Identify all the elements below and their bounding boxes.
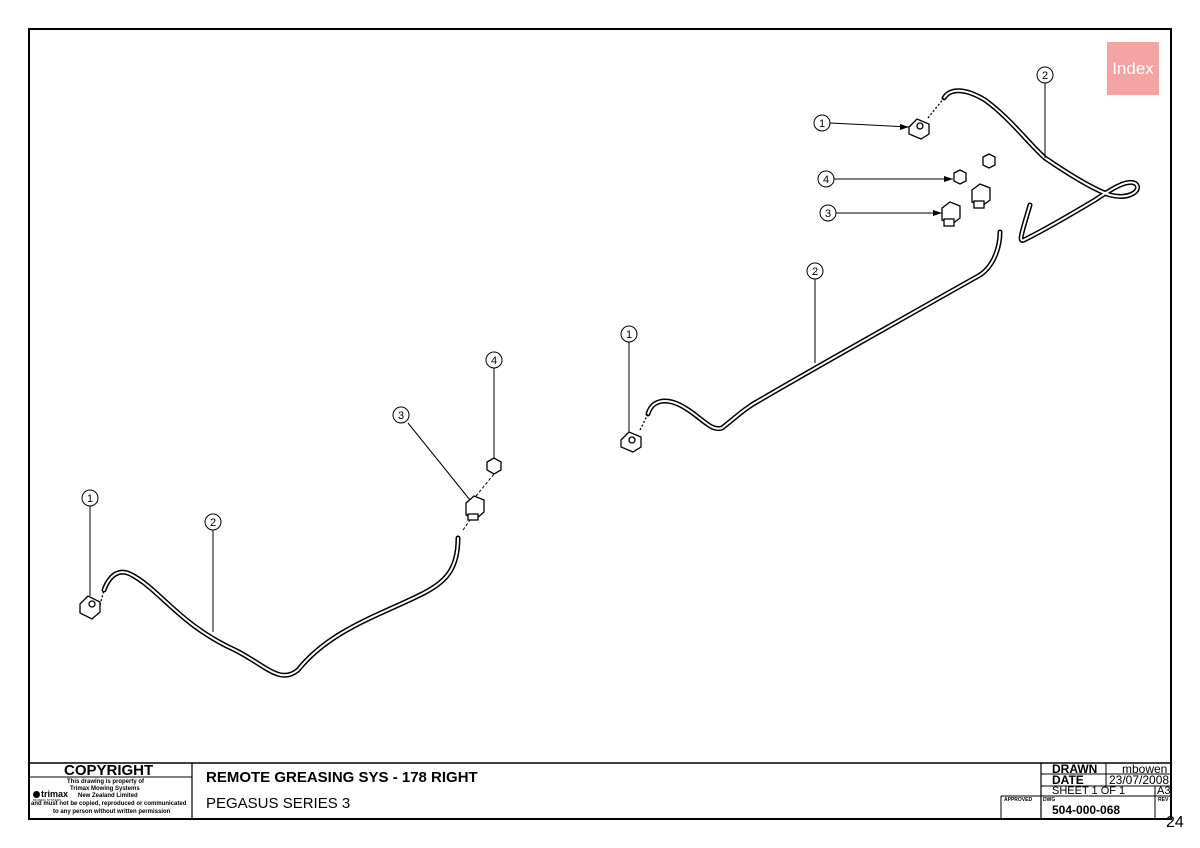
copyright-heading: COPYRIGHT <box>64 762 154 779</box>
rev-label: REV <box>1158 797 1169 803</box>
logo-mark-icon <box>33 791 40 799</box>
left-adaptor <box>465 495 485 521</box>
middle-grease-nipple <box>620 413 649 453</box>
drawing-subtitle: PEGASUS SERIES 3 <box>206 795 351 812</box>
balloon-label-1: 1 <box>819 118 825 130</box>
right-balloons: 1 2 4 3 <box>813 66 1054 222</box>
left-grease-nipple <box>79 589 105 620</box>
copyright-line: and must not be copied, reproduced or co… <box>31 801 187 807</box>
logo-subtext: MOWING SYSTEMS <box>33 798 62 802</box>
copyright-line: to any person without written permission <box>53 809 171 815</box>
middle-balloons: 1 2 <box>620 262 824 343</box>
trimax-logo: trimax <box>33 789 68 799</box>
left-cap <box>486 457 502 475</box>
drawing-title: REMOTE GREASING SYS - 178 RIGHT <box>206 769 478 786</box>
date-value: 23/07/2008 <box>1109 773 1170 787</box>
copyright-line: New Zealand Limited <box>78 793 138 799</box>
balloon-label-4: 4 <box>491 355 497 367</box>
drawn-value: mbowen <box>1122 762 1168 776</box>
sheet-number: SHEET 1 OF 1 <box>1052 785 1126 797</box>
balloon-label-2: 2 <box>1042 70 1048 82</box>
copyright-line: Trimax Mowing Systems <box>70 786 140 792</box>
middle-assembly <box>620 229 1003 453</box>
title-block-frame <box>29 762 1171 819</box>
date-label: DATE <box>1052 773 1084 787</box>
approved-label: APPROVED <box>1004 797 1033 803</box>
right-arrowheads <box>900 124 953 216</box>
right-adaptors <box>941 183 991 227</box>
copyright-line: This drawing is property of <box>67 779 145 785</box>
left-balloons: 1 2 3 4 <box>81 351 503 531</box>
balloon-label-1: 1 <box>87 493 93 505</box>
drawing-border <box>28 28 1172 820</box>
right-assembly <box>829 83 1140 243</box>
balloon-label-2: 2 <box>812 266 818 278</box>
right-grease-nipple <box>908 97 945 140</box>
right-grease-tube <box>941 88 1140 243</box>
right-caps <box>953 153 996 185</box>
index-button[interactable]: Index <box>1107 42 1159 95</box>
dwg-number: 504-000-068 <box>1052 803 1121 817</box>
left-grease-tube <box>101 535 461 678</box>
balloon-label-1: 1 <box>626 329 632 341</box>
drawn-label: DRAWN <box>1052 762 1098 776</box>
balloon-label-3: 3 <box>825 208 831 220</box>
left-assembly <box>79 368 502 678</box>
logo-text: trimax <box>41 789 69 799</box>
middle-grease-tube <box>645 229 1003 432</box>
page-number: 24 <box>1166 814 1184 831</box>
balloon-label-4: 4 <box>823 174 829 186</box>
dwg-label: DWG <box>1043 797 1056 803</box>
sheet-size: A3 <box>1157 785 1171 797</box>
balloon-label-3: 3 <box>398 410 404 422</box>
balloon-label-2: 2 <box>210 517 216 529</box>
